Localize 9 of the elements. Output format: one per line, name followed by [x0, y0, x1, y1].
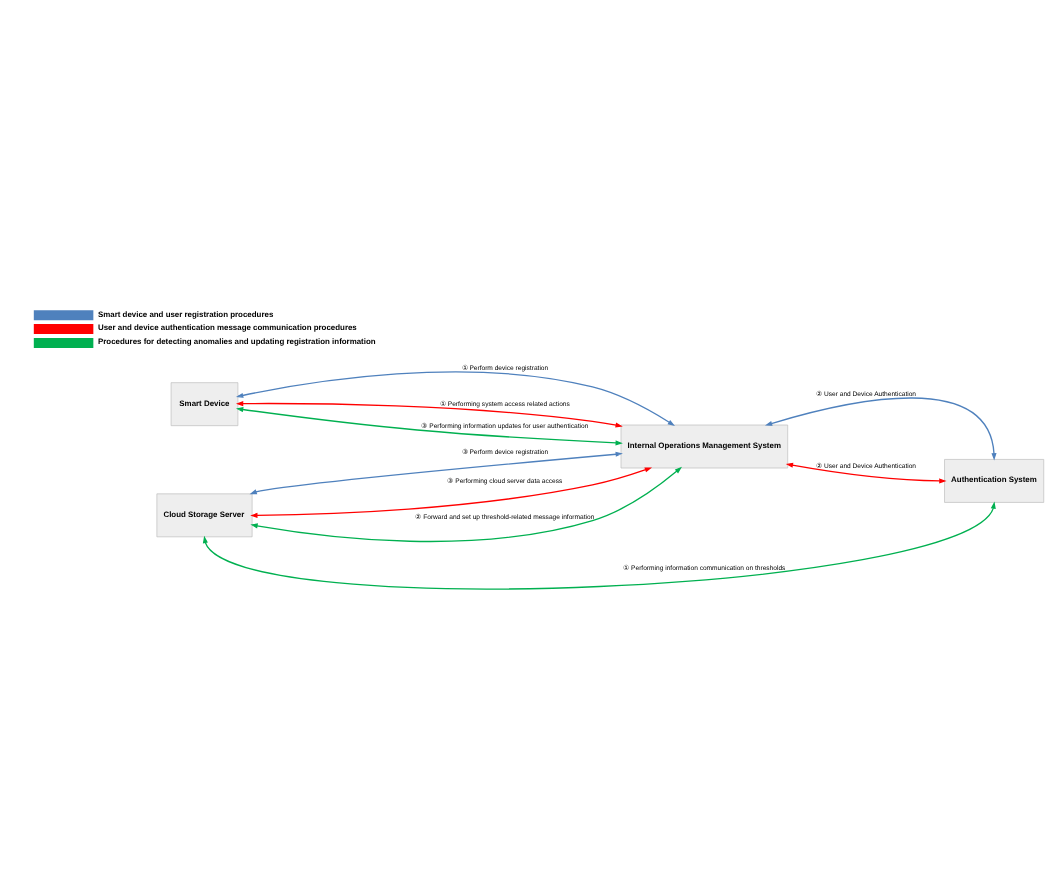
arrow: [249, 450, 623, 494]
arrow: [202, 500, 996, 589]
arrow: [236, 406, 623, 445]
arrow: [764, 396, 997, 460]
arrow: [235, 400, 623, 427]
arrow: [250, 466, 653, 517]
arrow: [236, 370, 675, 425]
arrow: [250, 465, 682, 542]
arrow: [785, 461, 947, 483]
